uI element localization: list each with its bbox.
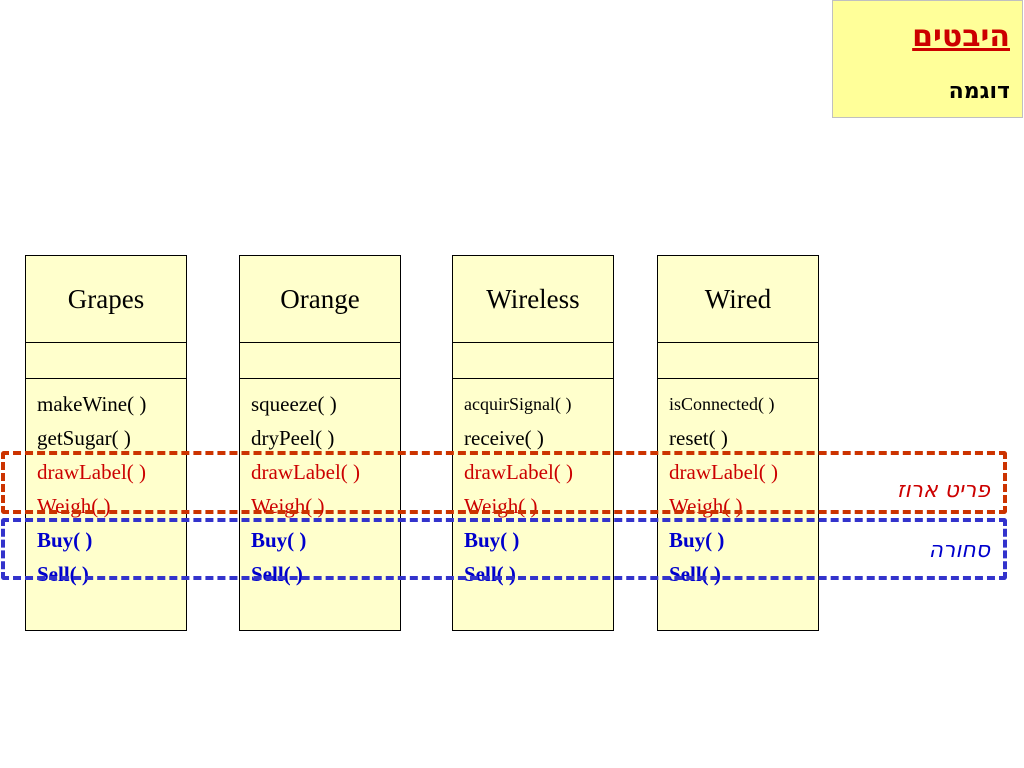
class-box-wired: Wired isConnected( ) reset( ) drawLabel(… xyxy=(657,255,819,631)
operation: Weigh( ) xyxy=(464,494,538,518)
operation: drawLabel( ) xyxy=(251,460,361,484)
operation: getSugar( ) xyxy=(37,426,131,450)
class-name: Wired xyxy=(658,256,818,343)
class-attributes xyxy=(26,343,186,379)
operation: reset( ) xyxy=(669,426,728,450)
operation: Sell( ) xyxy=(464,562,516,586)
operation: dryPeel( ) xyxy=(251,426,335,450)
operation: Buy( ) xyxy=(669,528,725,552)
operation: drawLabel( ) xyxy=(669,460,779,484)
slide-subtitle: דוגמה xyxy=(948,79,1010,104)
class-operations: isConnected( ) reset( ) drawLabel( ) Wei… xyxy=(658,379,818,591)
operation: makeWine( ) xyxy=(37,392,147,416)
operation: acquirSignal( ) xyxy=(464,394,572,414)
class-name: Orange xyxy=(240,256,400,343)
operation: Sell( ) xyxy=(669,562,721,586)
class-name: Wireless xyxy=(453,256,613,343)
slide-title: היבטים xyxy=(912,19,1010,54)
class-box-orange: Orange squeeze( ) dryPeel( ) drawLabel( … xyxy=(239,255,401,631)
class-operations: squeeze( ) dryPeel( ) drawLabel( ) Weigh… xyxy=(240,379,400,591)
packaged-item-label: פריט ארוז xyxy=(896,478,990,503)
operation: Weigh( ) xyxy=(251,494,325,518)
operation: Weigh( ) xyxy=(669,494,743,518)
class-attributes xyxy=(240,343,400,379)
merchandise-label: סחורה xyxy=(928,538,990,563)
class-attributes xyxy=(658,343,818,379)
operation: Buy( ) xyxy=(37,528,93,552)
packaged-item-aspect-box xyxy=(1,451,1007,514)
operation: squeeze( ) xyxy=(251,392,337,416)
operation: drawLabel( ) xyxy=(37,460,147,484)
title-box: היבטים דוגמה xyxy=(832,0,1023,118)
operation: Buy( ) xyxy=(251,528,307,552)
class-attributes xyxy=(453,343,613,379)
class-box-grapes: Grapes makeWine( ) getSugar( ) drawLabel… xyxy=(25,255,187,631)
class-operations: acquirSignal( ) receive( ) drawLabel( ) … xyxy=(453,379,613,591)
operation: receive( ) xyxy=(464,426,544,450)
operation: Sell( ) xyxy=(251,562,303,586)
class-box-wireless: Wireless acquirSignal( ) receive( ) draw… xyxy=(452,255,614,631)
class-operations: makeWine( ) getSugar( ) drawLabel( ) Wei… xyxy=(26,379,186,591)
merchandise-aspect-box xyxy=(1,518,1007,580)
class-name: Grapes xyxy=(26,256,186,343)
operation: Weigh( ) xyxy=(37,494,111,518)
operation: isConnected( ) xyxy=(669,394,775,414)
operation: Sell( ) xyxy=(37,562,89,586)
operation: Buy( ) xyxy=(464,528,520,552)
operation: drawLabel( ) xyxy=(464,460,574,484)
